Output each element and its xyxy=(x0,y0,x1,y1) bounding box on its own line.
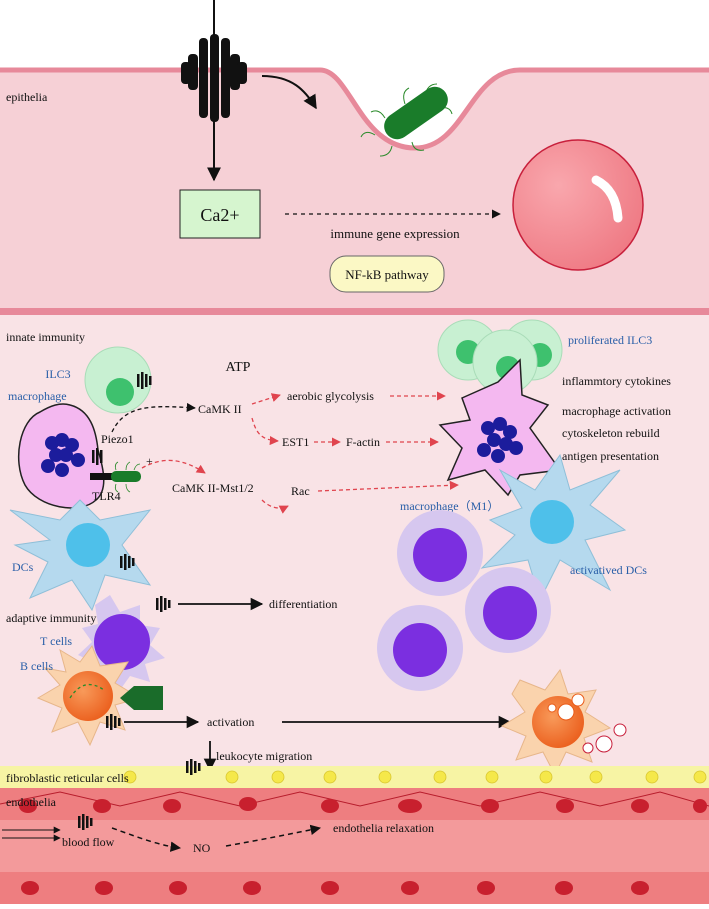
antigen-label: antigen presentation xyxy=(562,449,659,463)
ilc3-label: ILC3 xyxy=(45,367,70,381)
activated-dc-cell xyxy=(480,453,627,602)
dcs-label: DCs xyxy=(12,560,34,574)
est1-label: EST1 xyxy=(282,435,309,449)
camk-mst-label: CaMK II-Mst1/2 xyxy=(172,481,254,495)
arrow-rac-to-macrophage xyxy=(317,480,459,492)
frc-cells xyxy=(123,770,707,784)
cyto-label: cytoskeleton rebuild xyxy=(562,426,660,440)
leuko-label: leukocyte migration xyxy=(216,749,312,763)
vessel-wall-bottom xyxy=(0,872,709,904)
inflam-label: inflammtory cytokines xyxy=(562,374,671,388)
act-dcs-label: activatived DCs xyxy=(570,563,647,577)
epithelia-label: epithelia xyxy=(6,90,48,104)
arrow-no-to-relax xyxy=(225,824,322,847)
no-label: NO xyxy=(193,841,211,855)
frc-layer xyxy=(0,766,709,788)
macrophage-cell xyxy=(17,403,105,509)
t-channel-icon xyxy=(156,596,171,612)
arrow-camk2-to-est1 xyxy=(251,417,279,446)
plus-label: + xyxy=(146,454,153,468)
atp-label: ATP xyxy=(226,360,251,375)
adaptive-label: adaptive immunity xyxy=(6,611,96,625)
ilc3-cell xyxy=(84,346,152,414)
endo-relax-label: endothelia relaxation xyxy=(333,821,434,835)
rac-label: Rac xyxy=(291,484,310,498)
dc-channel-icon xyxy=(120,554,135,570)
prolif-ilc3-label: proliferated ILC3 xyxy=(568,333,652,347)
dc-cell xyxy=(9,499,152,612)
camk2-label: CaMK II xyxy=(198,402,242,416)
piezo1-channel-icon xyxy=(92,448,103,465)
antigen-icon xyxy=(120,686,163,710)
b-cells-label: B cells xyxy=(20,659,53,673)
t-cells-label: T cells xyxy=(40,634,72,648)
rbc-top xyxy=(19,797,707,813)
factin-label: F-actin xyxy=(346,435,380,449)
activation-label: activation xyxy=(207,715,254,729)
m1-macrophage-cell xyxy=(438,358,562,497)
piezo1-label: Piezo1 xyxy=(101,432,134,446)
piezo-channel-icon xyxy=(181,0,247,122)
nfkb-box xyxy=(329,255,445,293)
mac-m1-label: macrophage（M1） xyxy=(400,499,499,513)
frc-label: fibroblastic reticular cells xyxy=(6,771,129,785)
endothelia-label: endothelia xyxy=(6,795,57,809)
b-channel-icon xyxy=(106,714,121,730)
epithelium-divider xyxy=(0,308,709,315)
endothelial-cells-top xyxy=(0,791,709,807)
arrow-to-no xyxy=(111,827,182,852)
bacteria-icon xyxy=(360,83,453,157)
mac-act-label: macrophage activation xyxy=(562,404,671,418)
diff-label: differentiation xyxy=(269,597,337,611)
macrophage-label: macrophage xyxy=(8,389,67,403)
arrow-piezo1-to-camk2 xyxy=(111,402,196,433)
frc-channel-icon xyxy=(186,759,201,775)
aerobic-label: aerobic glycolysis xyxy=(287,389,374,403)
arrow-channel-to-bacteria xyxy=(261,75,317,110)
tlr4-receptor-icon xyxy=(90,461,141,493)
arrow-camkmst-to-rac xyxy=(261,499,289,514)
immune-gene-label: immune gene expression xyxy=(330,226,460,241)
epithelial-cell xyxy=(512,139,644,271)
activated-b-cell xyxy=(500,668,627,777)
innate-label: innate immunity xyxy=(6,330,85,344)
rbc-bottom xyxy=(21,881,649,895)
nfkb-label: NF-kB pathway xyxy=(345,267,429,282)
ca-label: Ca2+ xyxy=(200,205,239,225)
mini-channel-icon xyxy=(137,372,152,389)
blood-flow-label: blood flow xyxy=(62,835,115,849)
arrow-camk2-to-aerobic xyxy=(251,393,281,405)
ca-box xyxy=(179,189,261,239)
tlr4-label: TLR4 xyxy=(92,489,121,503)
activated-t-cells xyxy=(377,510,551,691)
vessel-channel-icon xyxy=(78,814,93,830)
